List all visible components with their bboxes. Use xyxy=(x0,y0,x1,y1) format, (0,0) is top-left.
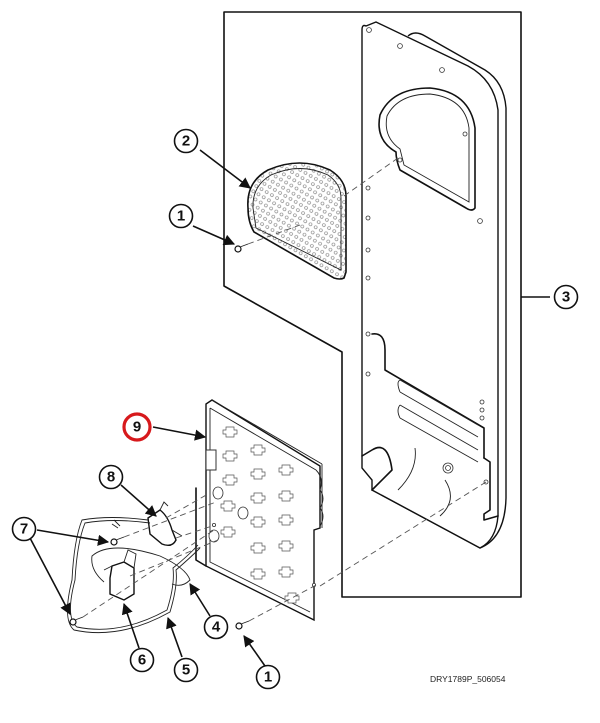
leader-lines xyxy=(29,149,550,667)
svg-text:3: 3 xyxy=(562,289,570,306)
callout-1-bottom[interactable]: 1 xyxy=(255,664,281,690)
svg-text:5: 5 xyxy=(182,662,190,679)
callout-1-top[interactable]: 1 xyxy=(168,203,194,229)
door-inner-panel xyxy=(361,21,507,549)
callout-4[interactable]: 4 xyxy=(203,614,229,640)
callout-7[interactable]: 7 xyxy=(11,516,37,542)
switch-part-8 xyxy=(147,501,183,547)
svg-text:7: 7 xyxy=(20,521,28,538)
svg-text:8: 8 xyxy=(107,469,115,486)
part-code-caption: DRY1789P_506054 xyxy=(430,674,506,684)
background-frame xyxy=(223,11,522,598)
callout-6[interactable]: 6 xyxy=(129,647,155,673)
svg-text:9: 9 xyxy=(133,419,141,436)
svg-text:6: 6 xyxy=(138,652,146,669)
svg-text:1: 1 xyxy=(264,669,272,686)
screw-icon xyxy=(234,243,249,253)
alignment-lines xyxy=(82,157,487,622)
callout-9-highlighted[interactable]: 9 xyxy=(122,412,152,442)
callout-2[interactable]: 2 xyxy=(173,128,199,154)
wire-harness xyxy=(67,517,201,634)
callout-5[interactable]: 5 xyxy=(173,657,199,683)
screw-icon xyxy=(235,620,250,630)
lamp-board-part-9 xyxy=(195,399,324,622)
callout-3[interactable]: 3 xyxy=(553,284,579,310)
callout-8[interactable]: 8 xyxy=(98,464,124,490)
svg-text:4: 4 xyxy=(212,619,221,636)
screw-icon xyxy=(69,616,84,626)
lens-part-2 xyxy=(247,162,347,280)
socket-part-6 xyxy=(103,549,137,601)
svg-text:1: 1 xyxy=(177,208,185,225)
screw-icon xyxy=(110,536,125,546)
svg-text:2: 2 xyxy=(182,133,190,150)
